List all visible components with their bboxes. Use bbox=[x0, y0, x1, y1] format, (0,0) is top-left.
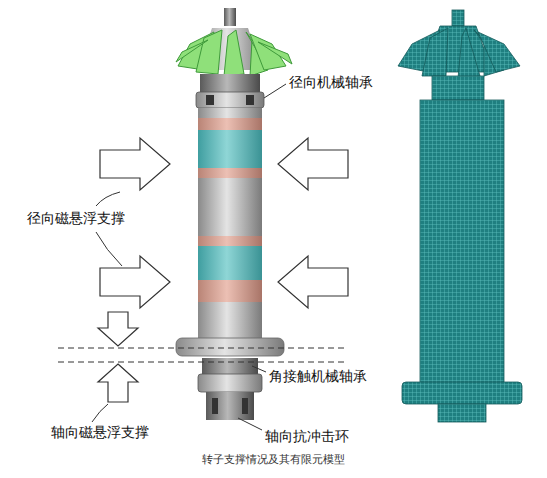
part-label: 径向磁悬浮支撑 bbox=[26, 210, 126, 227]
part-label: 径向机械轴承 bbox=[288, 74, 374, 91]
fe-model bbox=[398, 10, 522, 422]
part-label: 轴向抗冲击环 bbox=[264, 428, 350, 445]
figure-caption: 转子支撑情况及其有限元模型 bbox=[202, 452, 345, 467]
part-label: 轴向磁悬浮支撑 bbox=[50, 424, 150, 441]
leader-line bbox=[92, 84, 286, 430]
part-label: 角接触机械轴承 bbox=[268, 368, 368, 385]
impeller bbox=[176, 8, 292, 76]
